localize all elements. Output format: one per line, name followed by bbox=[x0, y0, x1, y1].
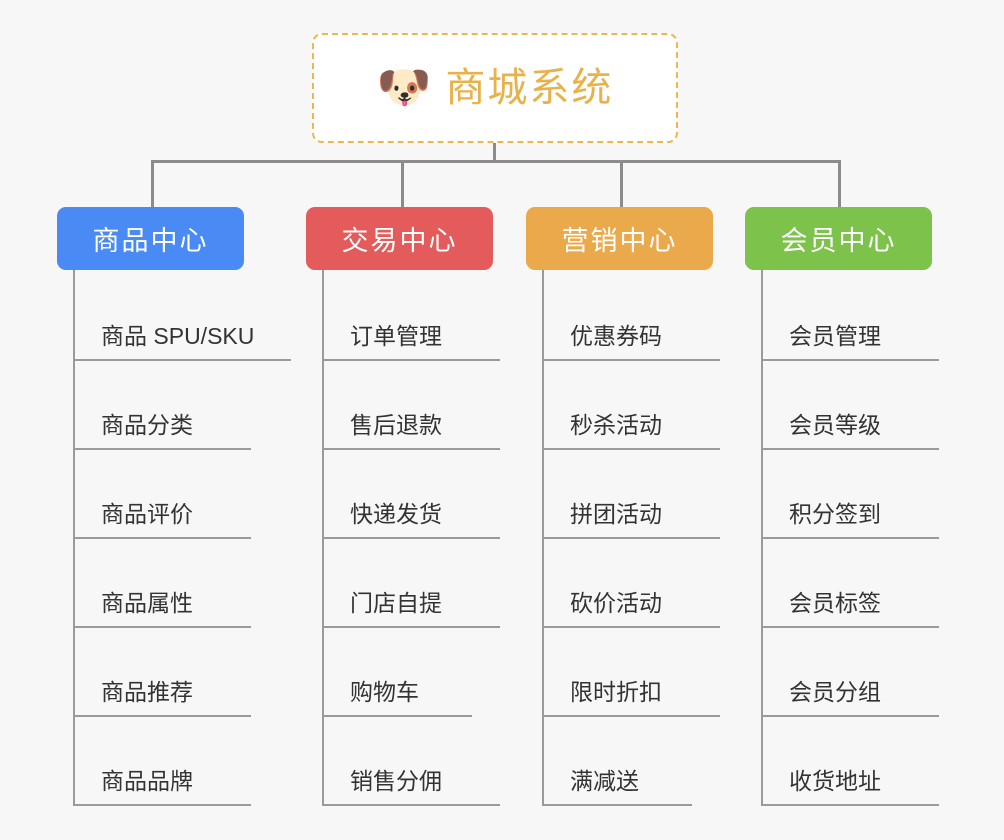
list-item-label: 销售分佣 bbox=[350, 767, 442, 794]
list-item[interactable]: 商品品牌 bbox=[73, 717, 272, 806]
list-item[interactable]: 门店自提 bbox=[322, 539, 500, 628]
list-item[interactable]: 限时折扣 bbox=[542, 628, 720, 717]
list-item[interactable]: 商品 SPU/SKU bbox=[73, 272, 292, 361]
list-item-label: 秒杀活动 bbox=[570, 411, 662, 438]
list-item-label: 砍价活动 bbox=[570, 589, 662, 616]
list-item-label: 限时折扣 bbox=[570, 678, 662, 705]
list-item-label: 门店自提 bbox=[350, 589, 442, 616]
list-item-label: 会员管理 bbox=[789, 322, 881, 349]
category-header-label: 营销中心 bbox=[561, 226, 678, 256]
root-node[interactable]: 🐶 商城系统 bbox=[312, 33, 678, 143]
horizontal-bus-connector bbox=[151, 160, 839, 163]
category-item-list-1: 商品 SPU/SKU 商品分类商品评价商品属性商品推荐商品品牌 bbox=[57, 270, 292, 806]
list-item[interactable]: 砍价活动 bbox=[542, 539, 720, 628]
list-item-label: 商品分类 bbox=[101, 411, 193, 438]
list-item[interactable]: 优惠券码 bbox=[542, 272, 720, 361]
category-header-label: 会员中心 bbox=[780, 226, 897, 256]
category-header-4[interactable]: 会员中心 bbox=[745, 207, 932, 270]
list-item-label: 售后退款 bbox=[350, 411, 442, 438]
root-title: 商城系统 bbox=[445, 66, 614, 110]
list-item-label: 商品评价 bbox=[101, 500, 193, 527]
list-item[interactable]: 收货地址 bbox=[761, 717, 939, 806]
category-header-1[interactable]: 商品中心 bbox=[57, 207, 244, 270]
list-item[interactable]: 商品分类 bbox=[73, 361, 272, 450]
drop-connector-0 bbox=[151, 160, 154, 208]
list-item-label: 积分签到 bbox=[789, 500, 881, 527]
list-item-label: 会员等级 bbox=[789, 411, 881, 438]
list-item[interactable]: 秒杀活动 bbox=[542, 361, 720, 450]
category-column-1: 商品中心商品 SPU/SKU 商品分类商品评价商品属性商品推荐商品品牌 bbox=[57, 207, 292, 806]
list-item[interactable]: 会员标签 bbox=[761, 539, 939, 628]
category-item-list-4: 会员管理会员等级积分签到会员标签会员分组收货地址 bbox=[745, 270, 939, 806]
list-item[interactable]: 销售分佣 bbox=[322, 717, 500, 806]
list-item[interactable]: 快递发货 bbox=[322, 450, 500, 539]
list-item[interactable]: 积分签到 bbox=[761, 450, 939, 539]
list-item[interactable]: 拼团活动 bbox=[542, 450, 720, 539]
list-item[interactable]: 满减送 bbox=[542, 717, 713, 806]
category-column-3: 营销中心优惠券码秒杀活动拼团活动砍价活动限时折扣满减送 bbox=[526, 207, 720, 806]
list-item[interactable]: 会员等级 bbox=[761, 361, 939, 450]
list-item-label: 商品属性 bbox=[101, 589, 193, 616]
drop-connector-1 bbox=[401, 160, 404, 208]
category-column-4: 会员中心会员管理会员等级积分签到会员标签会员分组收货地址 bbox=[745, 207, 939, 806]
list-item-label: 收货地址 bbox=[789, 767, 881, 794]
list-item[interactable]: 售后退款 bbox=[322, 361, 500, 450]
category-header-2[interactable]: 交易中心 bbox=[306, 207, 493, 270]
category-header-label: 交易中心 bbox=[341, 226, 458, 256]
category-column-2: 交易中心订单管理售后退款快递发货门店自提购物车销售分佣 bbox=[306, 207, 500, 806]
category-header-label: 商品中心 bbox=[92, 226, 209, 256]
list-item-label: 优惠券码 bbox=[570, 322, 662, 349]
dog-face-icon: 🐶 bbox=[376, 63, 432, 112]
list-item[interactable]: 商品评价 bbox=[73, 450, 272, 539]
list-item-label: 快递发货 bbox=[350, 500, 442, 527]
list-item-label: 商品推荐 bbox=[101, 678, 193, 705]
list-item-label: 购物车 bbox=[350, 678, 419, 705]
list-item-label: 会员标签 bbox=[789, 589, 881, 616]
list-item[interactable]: 商品属性 bbox=[73, 539, 272, 628]
list-item[interactable]: 商品推荐 bbox=[73, 628, 272, 717]
category-header-3[interactable]: 营销中心 bbox=[526, 207, 713, 270]
list-item[interactable]: 订单管理 bbox=[322, 272, 500, 361]
drop-connector-2 bbox=[620, 160, 623, 208]
list-item[interactable]: 购物车 bbox=[322, 628, 493, 717]
category-item-list-3: 优惠券码秒杀活动拼团活动砍价活动限时折扣满减送 bbox=[526, 270, 720, 806]
list-item-label: 拼团活动 bbox=[570, 500, 662, 527]
list-item-label: 会员分组 bbox=[789, 678, 881, 705]
list-item[interactable]: 会员分组 bbox=[761, 628, 939, 717]
list-item-label: 订单管理 bbox=[350, 322, 442, 349]
list-item-label: 商品 SPU/SKU bbox=[101, 322, 255, 349]
list-item-label: 满减送 bbox=[570, 767, 639, 794]
drop-connector-3 bbox=[838, 160, 841, 208]
category-item-list-2: 订单管理售后退款快递发货门店自提购物车销售分佣 bbox=[306, 270, 500, 806]
list-item-label: 商品品牌 bbox=[101, 767, 193, 794]
list-item[interactable]: 会员管理 bbox=[761, 272, 939, 361]
root-stem-connector bbox=[493, 143, 496, 162]
